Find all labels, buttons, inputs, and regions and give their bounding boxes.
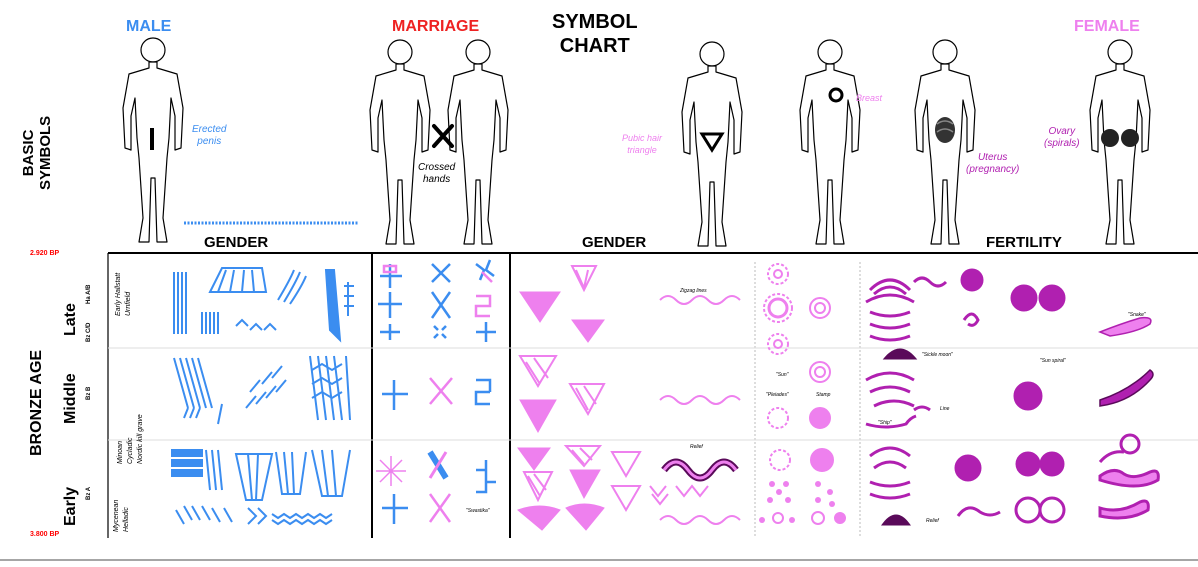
marriage-woman-figure bbox=[448, 40, 508, 244]
chart-title-line-2: CHART bbox=[552, 34, 638, 58]
fertility-symbols bbox=[866, 270, 1158, 524]
chart-title-line-1: SYMBOL bbox=[552, 10, 638, 34]
culture-middle-3: Nordic kill grave bbox=[136, 414, 146, 464]
culture-early: Mycenean Helladic bbox=[112, 500, 132, 532]
middle-male-symbols bbox=[174, 356, 350, 424]
pubic-triangle-line-1: Pubic hair bbox=[622, 132, 662, 144]
gender-right-header: GENDER bbox=[582, 234, 646, 251]
period-late-sub2: Bz C/D bbox=[86, 323, 92, 342]
annotation-zigzag: Zigzag lines bbox=[680, 288, 707, 294]
culture-middle-2: Cycladic bbox=[126, 414, 136, 464]
culture-early-1: Mycenean bbox=[112, 500, 122, 532]
period-late: Late bbox=[62, 303, 80, 336]
annotation-pleiades: "Pleiades" bbox=[766, 392, 789, 398]
bronze-age-label: BRONZE AGE bbox=[28, 350, 46, 456]
male-header: MALE bbox=[126, 18, 171, 36]
culture-early-2: Helladic bbox=[122, 500, 132, 532]
period-middle-sub: Bz B bbox=[86, 387, 92, 400]
ovary-line-1: Ovary bbox=[1044, 126, 1080, 138]
annotation-line: Line bbox=[940, 406, 949, 412]
breast-figure bbox=[800, 40, 860, 244]
basic-symbols-line-1: BASIC bbox=[20, 116, 37, 190]
period-middle: Middle bbox=[62, 373, 80, 424]
annotation-sickle-moon: "Sickle moon" bbox=[922, 352, 953, 358]
annotation-snake: "Snake" bbox=[1128, 312, 1146, 318]
uterus-figure bbox=[915, 40, 975, 244]
date-top: 2.920 BP bbox=[30, 250, 59, 257]
culture-middle-1: Minoan bbox=[116, 414, 126, 464]
gender-left-header: GENDER bbox=[204, 234, 268, 251]
annotation-sun: "Sun" bbox=[776, 372, 788, 378]
basic-symbols-label: BASIC SYMBOLS bbox=[20, 116, 54, 190]
male-gender-symbols bbox=[172, 268, 354, 524]
period-early: Early bbox=[62, 487, 80, 526]
ovary-label: Ovary (spirals) bbox=[1044, 126, 1080, 150]
female-header: FEMALE bbox=[1074, 18, 1140, 36]
crossed-hands-line-2: hands bbox=[418, 174, 455, 186]
male-figure bbox=[123, 38, 183, 242]
crossed-hands-label: Crossed hands bbox=[418, 162, 455, 186]
fertility-header: FERTILITY bbox=[986, 234, 1062, 251]
pubic-triangle-label: Pubic hair triangle bbox=[622, 132, 662, 156]
marriage-symbols bbox=[376, 260, 496, 524]
culture-late-1: Early Hallstatt bbox=[114, 273, 124, 316]
crossed-hands-line-1: Crossed bbox=[418, 162, 455, 174]
uterus-line-2: (pregnancy) bbox=[966, 164, 1019, 176]
marriage-header: MARRIAGE bbox=[392, 18, 479, 36]
early-male-symbols bbox=[172, 450, 350, 524]
culture-middle: Minoan Cycladic Nordic kill grave bbox=[116, 414, 146, 464]
pubic-triangle-line-2: triangle bbox=[622, 144, 662, 156]
chart-title: SYMBOL CHART bbox=[552, 10, 638, 58]
annotation-relief-top: Relief bbox=[690, 444, 703, 450]
uterus-line-1: Uterus bbox=[966, 152, 1019, 164]
erected-penis-line-2: penis bbox=[192, 136, 226, 148]
ovary-line-2: (spirals) bbox=[1044, 138, 1080, 150]
annotation-sun-spiral: "Sun spiral" bbox=[1040, 358, 1066, 364]
female-gender-symbols bbox=[518, 266, 740, 530]
annotation-ship: "Ship" bbox=[878, 420, 892, 426]
marriage-man-figure bbox=[370, 40, 430, 244]
date-bottom: 3.800 BP bbox=[30, 531, 59, 538]
culture-late-2: Urnfield bbox=[124, 273, 134, 316]
ovary-figure bbox=[1090, 40, 1150, 244]
erected-penis-line-1: Erected bbox=[192, 124, 226, 136]
period-late-sub: Ha A/B bbox=[86, 285, 92, 304]
erected-penis-label: Erected penis bbox=[192, 124, 226, 148]
period-early-sub: Bz A bbox=[86, 487, 92, 500]
annotation-relief-bottom: Relief bbox=[926, 518, 939, 524]
uterus-label: Uterus (pregnancy) bbox=[966, 152, 1019, 176]
breast-label: Breast bbox=[856, 92, 882, 104]
basic-symbols-line-2: SYMBOLS bbox=[37, 116, 54, 190]
late-male-symbols bbox=[174, 268, 354, 340]
pubic-triangle-figure bbox=[682, 42, 742, 246]
annotation-swastika: "Swastika" bbox=[466, 508, 490, 514]
culture-late: Early Hallstatt Urnfield bbox=[114, 273, 134, 316]
annotation-stamp: Stamp bbox=[816, 392, 830, 398]
